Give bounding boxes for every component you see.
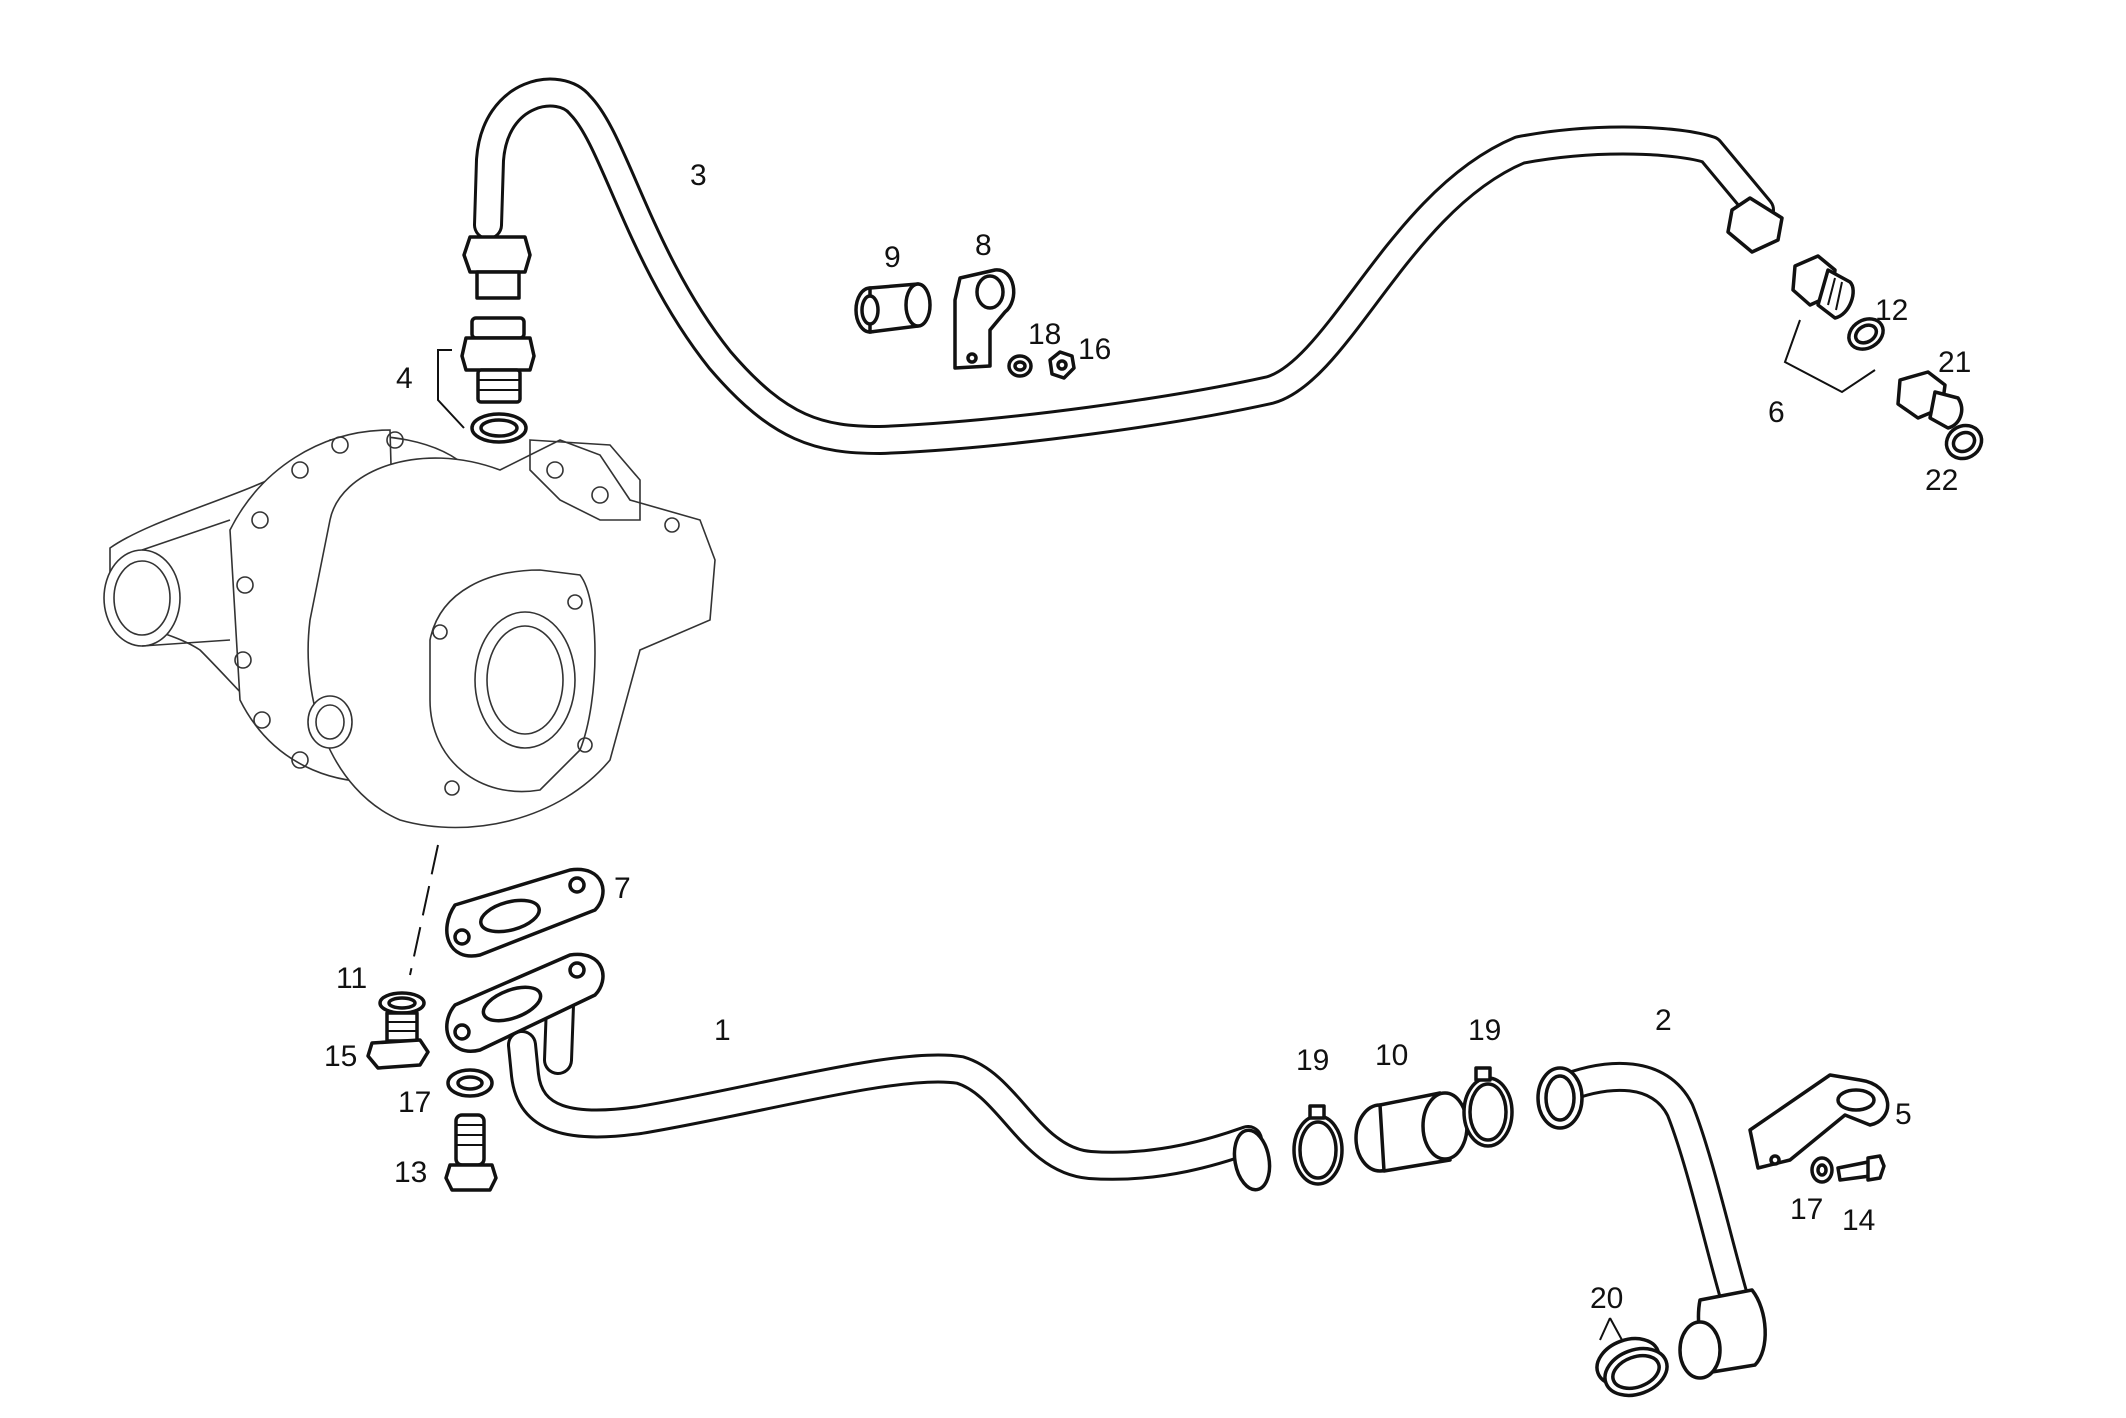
callout-7: 7 [614, 872, 631, 905]
union-fitting-4 [437, 316, 536, 444]
washer-17-right [1810, 1156, 1834, 1184]
bracket-lead-6 [1783, 319, 1876, 394]
elbow-pipe-2 [1536, 1061, 1767, 1380]
callout-16: 16 [1078, 333, 1111, 366]
callout-11: 11 [336, 962, 367, 995]
oil-return-pipe [445, 952, 1272, 1192]
callout-1: 1 [714, 1014, 731, 1047]
callout-19-left: 19 [1296, 1044, 1329, 1077]
washer-11 [378, 991, 426, 1015]
gasket-7 [445, 867, 605, 958]
oil-feed-pipe [462, 77, 1784, 455]
callout-17-left: 17 [398, 1086, 431, 1119]
hose-10 [1354, 1091, 1469, 1173]
callout-9: 9 [884, 241, 901, 274]
callout-6: 6 [1768, 396, 1785, 429]
callout-labels: 1 2 3 4 5 6 7 8 9 10 11 12 13 14 15 16 1… [324, 159, 1971, 1315]
screw-14 [1836, 1154, 1886, 1182]
callout-13: 13 [394, 1156, 427, 1189]
washer-22 [1944, 423, 1984, 461]
washer-17-left [446, 1068, 494, 1098]
bracket-5 [1748, 1073, 1890, 1170]
callout-19-right: 19 [1468, 1014, 1501, 1047]
callout-14: 14 [1842, 1204, 1875, 1237]
nut-16 [1048, 350, 1076, 380]
sleeve-9 [854, 282, 932, 334]
hose-clamp-19-left [1292, 1104, 1344, 1186]
callout-2: 2 [1655, 1004, 1672, 1037]
callout-10: 10 [1375, 1039, 1408, 1072]
callout-12: 12 [1875, 294, 1908, 327]
callout-22: 22 [1925, 464, 1958, 497]
nut-18 [1007, 354, 1033, 378]
plug-15 [366, 1011, 430, 1070]
callout-8: 8 [975, 229, 992, 262]
callout-3: 3 [690, 159, 707, 192]
o-rings-20 [1595, 1317, 1669, 1398]
callout-20: 20 [1590, 1282, 1623, 1315]
union-fitting-6 [1791, 254, 1855, 320]
callout-21: 21 [1938, 346, 1971, 379]
callout-4: 4 [396, 362, 413, 395]
turbocharger-housing [103, 429, 716, 976]
callout-18: 18 [1028, 318, 1061, 351]
washer-12 [1847, 317, 1885, 351]
hose-clamp-19-right [1462, 1066, 1514, 1148]
callout-15: 15 [324, 1040, 357, 1073]
bolt-13 [444, 1113, 498, 1192]
callout-17-right: 17 [1790, 1193, 1823, 1226]
plug-21 [1896, 370, 1964, 430]
callout-5: 5 [1895, 1098, 1912, 1131]
bracket-8 [953, 268, 1016, 370]
